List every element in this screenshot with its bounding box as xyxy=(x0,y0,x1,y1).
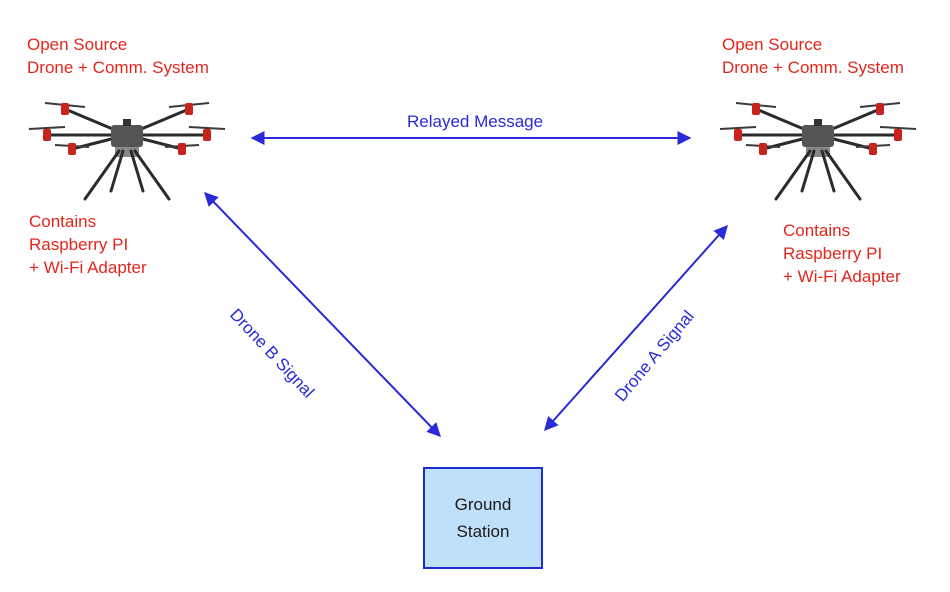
drone-left-contains-line3: + Wi-Fi Adapter xyxy=(29,258,147,277)
drone-a-signal-arrow xyxy=(544,224,728,432)
drone-right-title-line2: Drone + Comm. System xyxy=(722,58,904,77)
drone-left-contains-line1: Contains xyxy=(29,212,97,231)
drone-right-contains-line2: Raspberry PI xyxy=(783,244,883,263)
drone-icon xyxy=(27,101,227,201)
drone-left-title-line2: Drone + Comm. System xyxy=(27,58,209,77)
drone-right-title: Open Source Drone + Comm. System xyxy=(722,33,904,79)
drone-left-contains: Contains Raspberry PI + Wi-Fi Adapter xyxy=(29,210,147,279)
ground-station-line2: Station xyxy=(456,522,510,541)
drone-left-title: Open Source Drone + Comm. System xyxy=(27,33,209,79)
drone-icon xyxy=(718,101,918,201)
drone-right-contains-line3: + Wi-Fi Adapter xyxy=(783,267,901,286)
drone-right-title-line1: Open Source xyxy=(722,35,823,54)
ground-station-line1: Ground xyxy=(454,495,512,514)
drone-b-signal-arrow xyxy=(204,191,441,438)
drone-left-contains-line2: Raspberry PI xyxy=(29,235,129,254)
drone-left-title-line1: Open Source xyxy=(27,35,128,54)
drone-right-contains-line1: Contains xyxy=(783,221,851,240)
drone-right-contains: Contains Raspberry PI + Wi-Fi Adapter xyxy=(783,219,901,288)
ground-station-box: Ground Station xyxy=(423,467,543,569)
relayed-message-label: Relayed Message xyxy=(407,112,544,131)
